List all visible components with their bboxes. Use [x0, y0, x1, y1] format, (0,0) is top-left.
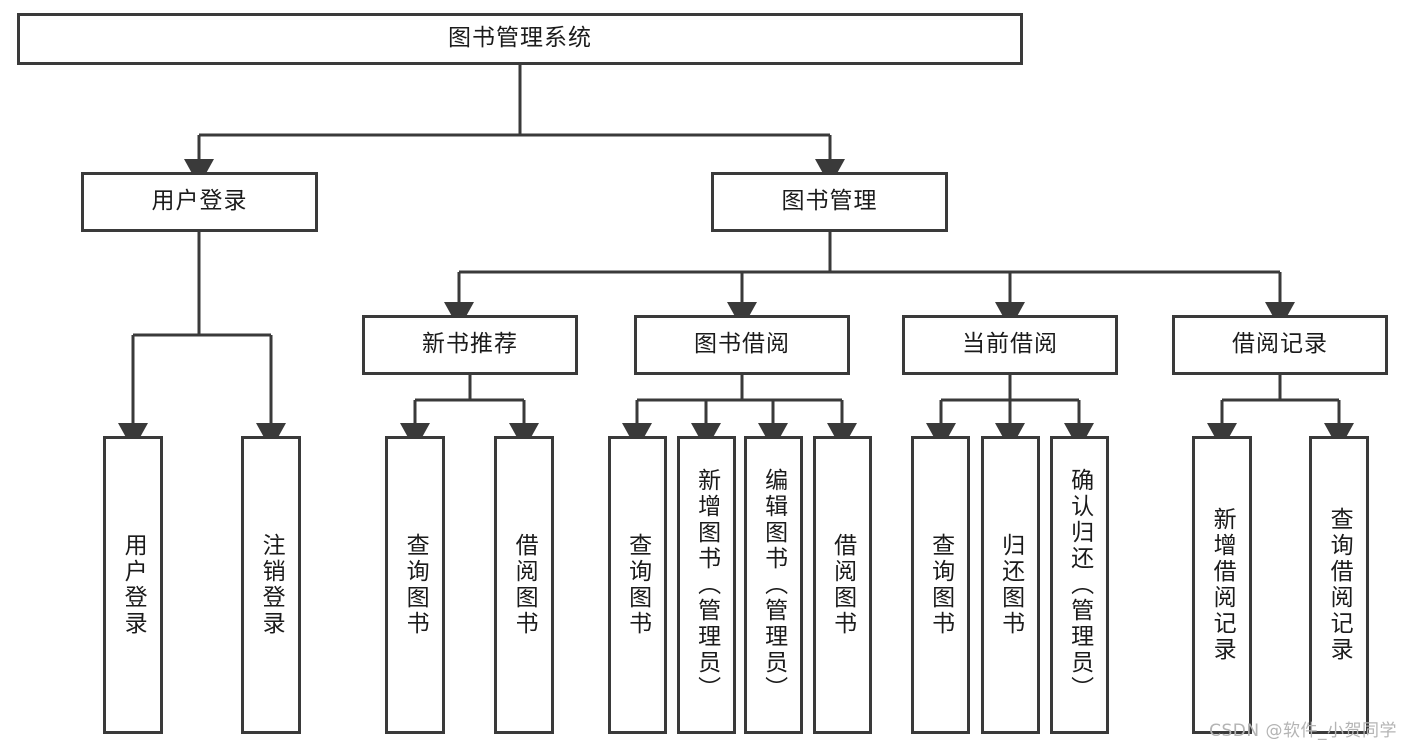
node-label: 注销登录: [258, 533, 285, 637]
leaf-query-book-current[interactable]: 查询图书: [911, 436, 970, 734]
leaf-borrow-book[interactable]: 借阅图书: [813, 436, 872, 734]
leaf-logout[interactable]: 注销登录: [241, 436, 301, 734]
node-current-borrow[interactable]: 当前借阅: [902, 315, 1118, 375]
node-label: 借阅图书: [511, 533, 538, 637]
node-label: 用户登录: [120, 533, 147, 637]
csdn-watermark: CSDN @软件_小贺同学: [1209, 721, 1397, 741]
node-label: 借阅图书: [829, 533, 856, 637]
node-label: 新增借阅记录: [1209, 507, 1236, 663]
node-book-borrow[interactable]: 图书借阅: [634, 315, 850, 375]
node-borrow-record[interactable]: 借阅记录: [1172, 315, 1388, 375]
leaf-query-borrow-record[interactable]: 查询借阅记录: [1309, 436, 1369, 734]
node-book-management[interactable]: 图书管理: [711, 172, 948, 232]
leaf-confirm-return-admin[interactable]: 确认归还（管理员）: [1050, 436, 1109, 734]
node-label: 查询图书: [624, 533, 651, 637]
node-label: 查询借阅记录: [1326, 507, 1353, 663]
leaf-query-book-recommend[interactable]: 查询图书: [385, 436, 445, 734]
leaf-edit-book-admin[interactable]: 编辑图书（管理员）: [744, 436, 803, 734]
leaf-query-book-borrow[interactable]: 查询图书: [608, 436, 667, 734]
node-label: 借阅记录: [1232, 331, 1328, 358]
node-label: 编辑图书（管理员）: [760, 468, 787, 702]
node-label: 当前借阅: [962, 331, 1058, 358]
leaf-borrow-book-recommend[interactable]: 借阅图书: [494, 436, 554, 734]
leaf-return-book[interactable]: 归还图书: [981, 436, 1040, 734]
node-label: 查询图书: [927, 533, 954, 637]
node-label: 图书管理系统: [448, 25, 592, 52]
node-label: 图书借阅: [694, 331, 790, 358]
node-label: 新增图书（管理员）: [693, 468, 720, 702]
node-label: 用户登录: [151, 188, 248, 215]
leaf-add-borrow-record[interactable]: 新增借阅记录: [1192, 436, 1252, 734]
node-label: 确认归还（管理员）: [1066, 468, 1093, 702]
node-label: 新书推荐: [422, 331, 518, 358]
leaf-add-book-admin[interactable]: 新增图书（管理员）: [677, 436, 736, 734]
node-label: 查询图书: [402, 533, 429, 637]
leaf-user-login[interactable]: 用户登录: [103, 436, 163, 734]
node-root-system[interactable]: 图书管理系统: [17, 13, 1023, 65]
node-user-login[interactable]: 用户登录: [81, 172, 318, 232]
node-label: 图书管理: [781, 188, 878, 215]
node-label: 归还图书: [997, 533, 1024, 637]
node-new-book-recommend[interactable]: 新书推荐: [362, 315, 578, 375]
